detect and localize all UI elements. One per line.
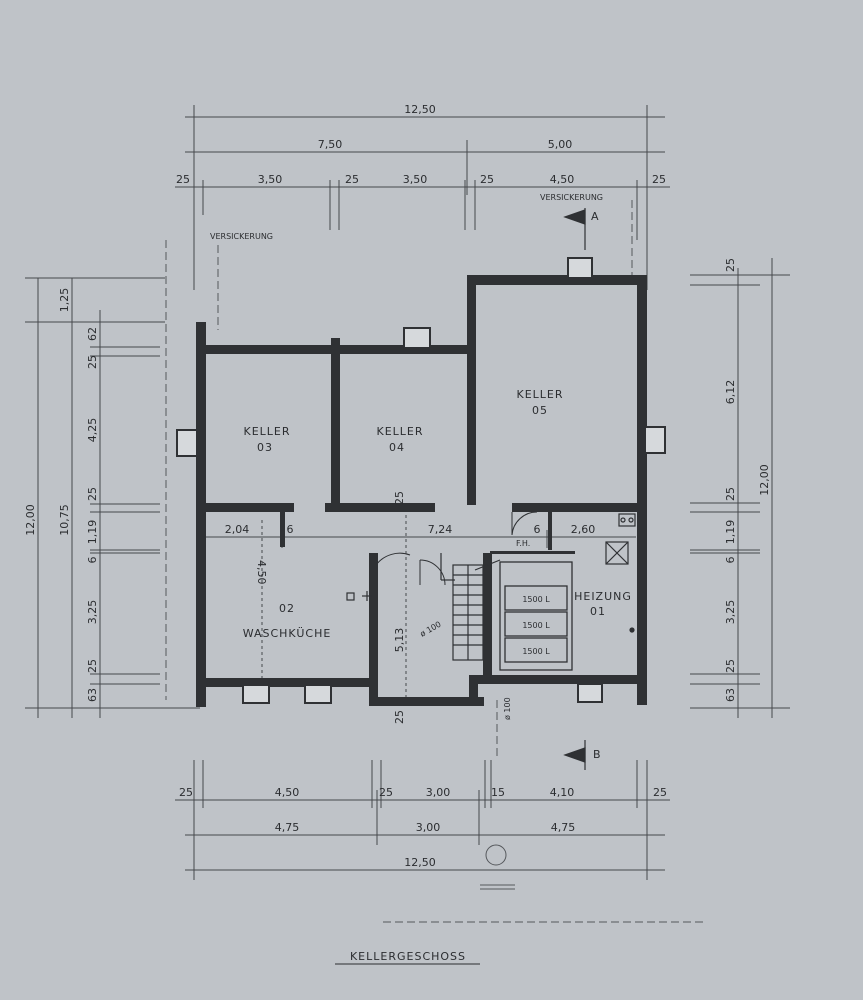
drawing-title: KELLERGESCHOSS — [350, 950, 466, 963]
drain-symbol — [480, 844, 515, 890]
oil-tanks — [499, 561, 573, 671]
dim-bottom-mid-1: 4,75 — [275, 821, 300, 834]
dim-top-overall: 12,50 — [404, 103, 436, 116]
room-01-number: 01 — [590, 605, 606, 618]
wall-stub-left — [196, 322, 206, 352]
dim-left-425: 4,25 — [86, 418, 99, 443]
dim-bottom-wall-2: 25 — [379, 786, 393, 799]
dim-top-wall-1: 25 — [176, 173, 190, 186]
dim-bottom-seg-3: 4,10 — [550, 786, 575, 799]
dim-bottom-wall-1: 25 — [179, 786, 193, 799]
dimension-lines — [25, 105, 790, 880]
dim-left-top-offset: 1,25 — [58, 288, 71, 313]
section-a-label: A — [591, 210, 599, 223]
dim-left-6: 6 — [86, 557, 99, 564]
dim-top-seg-1: 3,50 — [258, 173, 283, 186]
room-05-number: 05 — [532, 404, 548, 417]
dim-right-outer: 12,00 — [758, 464, 771, 496]
staircase — [440, 553, 501, 661]
dim-left-25c: 25 — [86, 659, 99, 673]
dim-top-seg-2: 3,50 — [403, 173, 428, 186]
dim-top-wall-3: 25 — [480, 173, 494, 186]
dim-right-119: 1,19 — [724, 520, 737, 545]
doors — [375, 511, 538, 586]
section-b-label: B — [593, 748, 601, 761]
dim-bottom-wall-3: 15 — [491, 786, 505, 799]
room-05-name: KELLER — [516, 388, 563, 401]
dim-top-wall-4: 25 — [652, 173, 666, 186]
dim-bottom-overall: 12,50 — [404, 856, 436, 869]
note-versickerung-left: VERSICKERUNG — [210, 232, 273, 241]
dim-wall-a: 6 — [287, 523, 294, 536]
dim-left-325: 3,25 — [86, 600, 99, 625]
boundary-lines — [165, 200, 705, 923]
dim-left-25b: 25 — [86, 487, 99, 501]
windows — [176, 257, 666, 704]
dim-top-wall-2: 25 — [345, 173, 359, 186]
dim-corridor-right: 2,60 — [571, 523, 596, 536]
dim-right-63: 63 — [724, 688, 737, 702]
dim-corridor-left: 2,04 — [225, 523, 250, 536]
dim-left-62: 62 — [86, 327, 99, 341]
tank-label-1: 1500 L — [522, 595, 550, 604]
dim-wall-bottom: 25 — [393, 710, 406, 724]
dim-left-119: 1,19 — [86, 520, 99, 545]
dim-wall-top: 25 — [393, 491, 406, 505]
room-02-number: 02 — [279, 602, 295, 615]
note-pipe-2: ø 100 — [503, 697, 512, 720]
dim-right-325: 3,25 — [724, 600, 737, 625]
note-fh: F.H. — [516, 539, 530, 548]
dim-right-25b: 25 — [724, 487, 737, 501]
room-03-number: 03 — [257, 441, 273, 454]
dim-left-inner: 10,75 — [58, 504, 71, 536]
dim-top-seg-3: 4,50 — [550, 173, 575, 186]
dim-right-25c: 25 — [724, 659, 737, 673]
dim-bottom-seg-2: 3,00 — [426, 786, 451, 799]
dim-bottom-seg-1: 4,50 — [275, 786, 300, 799]
room-04-name: KELLER — [376, 425, 423, 438]
room-03-name: KELLER — [243, 425, 290, 438]
dim-corridor-mid: 7,24 — [428, 523, 453, 536]
dim-right-25a: 25 — [724, 258, 737, 272]
dim-bottom-mid-3: 4,75 — [551, 821, 576, 834]
dim-stair-height: 5,13 — [393, 628, 406, 653]
dim-left-outer: 12,00 — [24, 504, 37, 536]
tank-label-2: 1500 L — [522, 621, 550, 630]
dim-wall-b: 6 — [534, 523, 541, 536]
boiler-symbols — [346, 513, 636, 633]
walls — [196, 275, 647, 707]
section-markers — [563, 208, 586, 770]
note-versickerung-right: VERSICKERUNG — [540, 193, 603, 202]
dim-left-63: 63 — [86, 688, 99, 702]
dim-bottom-wall-4: 25 — [653, 786, 667, 799]
room-04-number: 04 — [389, 441, 405, 454]
tank-label-3: 1500 L — [522, 647, 550, 656]
room-01-name: HEIZUNG — [574, 590, 632, 603]
dim-right-6: 6 — [724, 557, 737, 564]
dim-bottom-mid-2: 3,00 — [416, 821, 441, 834]
room-02-name: WASCHKÜCHE — [243, 627, 332, 640]
dim-wk-height: 4,50 — [255, 560, 268, 585]
dim-left-25a: 25 — [86, 355, 99, 369]
dim-right-612: 6,12 — [724, 380, 737, 405]
dim-top-left-part: 7,50 — [318, 138, 343, 151]
dim-top-right-part: 5,00 — [548, 138, 573, 151]
